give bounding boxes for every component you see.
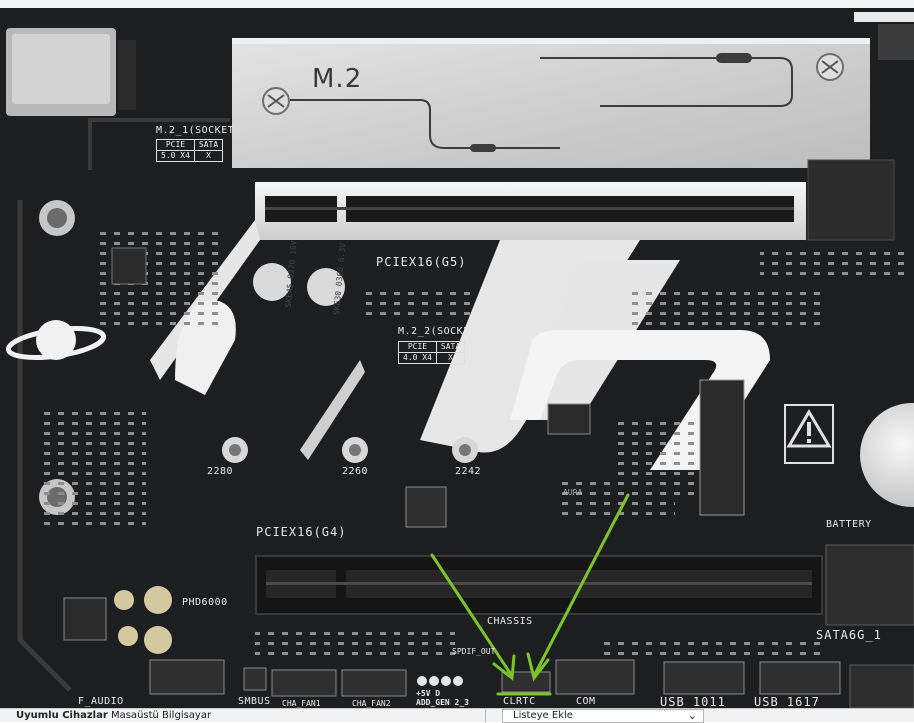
f-audio-header [149, 659, 225, 695]
usb-1011-header [663, 661, 745, 695]
m2-2-spec-table: PCIE SATA 4.0 X4 X [398, 341, 466, 364]
usb-1617-label: USB_1617 [754, 695, 820, 708]
m2-2-title: M.2_2(SOCKET3) [398, 326, 490, 337]
m2-1-value-sata: X [193, 150, 224, 162]
compatible-devices-label: Uyumlu Cihazlar [16, 710, 108, 721]
panel-divider [485, 709, 486, 722]
warning-icon [784, 404, 834, 464]
capacitor-icon [253, 263, 291, 301]
add-to-list-dropdown[interactable]: Listeye Ekle ⌄ [502, 709, 704, 723]
compatible-devices: Uyumlu Cihazlar Masaüstü Bilgisayar [16, 710, 211, 721]
capacitor-icon [144, 626, 172, 654]
usb-1617-header [759, 661, 841, 695]
cha-fan1-header [271, 669, 337, 697]
m2-1-header-pcie: PCIE [156, 139, 195, 151]
m2-2-header-pcie: PCIE [398, 341, 437, 353]
m2-2-value-pcie: 4.0 X4 [398, 352, 437, 364]
com-header [555, 659, 635, 695]
compatible-devices-value: Masaüstü Bilgisayar [110, 710, 212, 721]
arrow-annotation [430, 493, 630, 696]
capacitor-icon [114, 590, 134, 610]
m2-1-header-sata: SATA [193, 139, 224, 151]
cha-fan2-header [341, 669, 407, 697]
board-artwork [0, 0, 914, 708]
clrtc-header [501, 671, 551, 693]
standoff-2260-label: 2260 [342, 466, 369, 477]
m2-heatsink [232, 38, 870, 168]
pciex16-g5-label: PCIEX16(G5) [376, 255, 467, 269]
m2-2-header-sata: SATA [435, 341, 466, 353]
saturn-logo-icon [5, 320, 107, 361]
sata-label: SATA6G_1 [816, 628, 882, 642]
add-to-list-label: Listeye Ekle [513, 710, 573, 721]
capacitor-icon [118, 626, 138, 646]
add-gen-label: ADD_GEN 2_3 [416, 698, 469, 707]
spdif-label: SPDIF_OUT [452, 647, 496, 656]
usb-1011-label: USB_1011 [660, 695, 726, 708]
com-label: COM [576, 696, 596, 707]
add-gen-header [417, 676, 463, 686]
battery-label: BATTERY [826, 519, 872, 530]
ic-chip [547, 403, 591, 435]
cha-fan1-label: CHA_FAN1 [282, 699, 321, 708]
smbus-header [243, 667, 267, 691]
m2-1-value-pcie: 5.0 X4 [156, 150, 195, 162]
m2-connector [699, 379, 745, 516]
add-gen-pins-label: +5V D [416, 689, 441, 698]
chevron-down-icon[interactable]: ⌄ [687, 709, 697, 722]
m2-1-spec-table: PCIE SATA 5.0 X4 X [156, 139, 224, 162]
clrtc-label: CLRTC [503, 696, 536, 707]
m2-1-title: M.2_1(SOCKET [156, 125, 235, 136]
m2-shroud-label: M.2 [312, 64, 363, 94]
standoff-2242-label: 2242 [455, 466, 482, 477]
aura-label: AURA [563, 488, 583, 497]
chassis-label: CHASSIS [487, 616, 533, 627]
pciex16-g5-slot [255, 182, 806, 240]
battery-icon [860, 403, 914, 507]
product-info-bar: Uyumlu Cihazlar Masaüstü Bilgisayar List… [0, 708, 914, 723]
m2-2-value-sata: X [435, 352, 466, 364]
cha-fan2-label: CHA_FAN2 [352, 699, 391, 708]
phd-label: PHD6000 [182, 597, 228, 608]
pciex16-g4-slot [255, 555, 823, 615]
pciex16-g4-label: PCIEX16(G4) [256, 525, 347, 539]
capacitor-icon [144, 586, 172, 614]
standoff-2280-label: 2280 [207, 466, 234, 477]
capacitor-icon [307, 268, 345, 306]
f-audio-label: F_AUDIO [78, 696, 124, 707]
motherboard-photo: M.2 M.2_1(SOCKET PCIE SATA 5.0 X4 X PCIE… [0, 0, 914, 708]
smbus-label: SMBUS [238, 696, 271, 707]
